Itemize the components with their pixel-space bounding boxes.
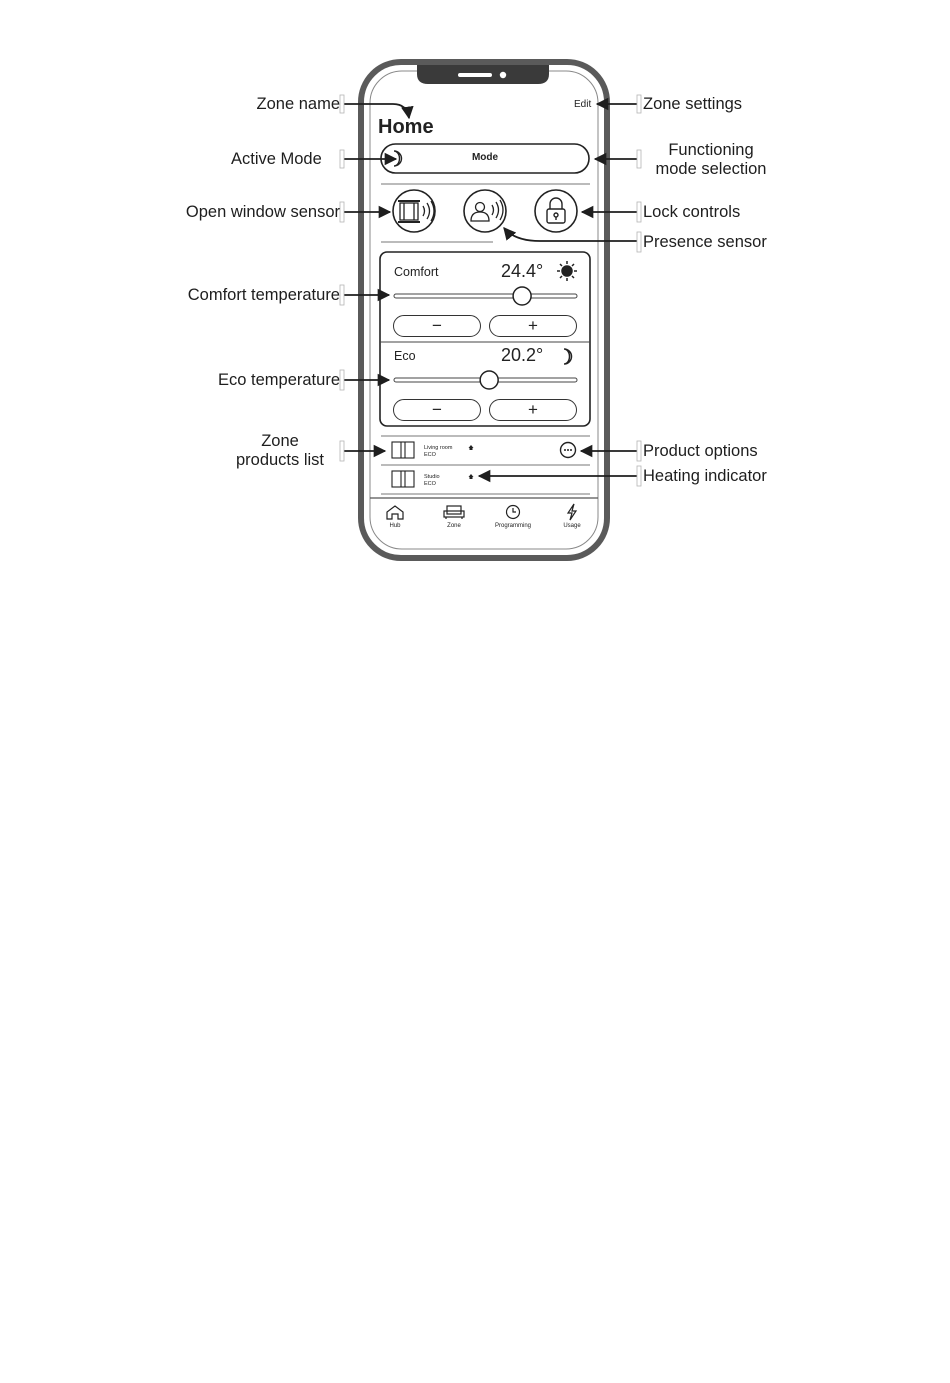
comfort-label: Comfort [394,265,439,279]
callout-heating-indicator: Heating indicator [643,467,767,485]
eco-temperature-value: 20.2° [501,345,544,365]
eco-slider-thumb [479,370,499,390]
minus-label: − [432,316,442,335]
callout-zone-products-1: Zone [261,432,299,450]
nav-zone[interactable]: Zone [447,523,461,529]
callout-active-mode: Active Mode [231,150,322,168]
callout-zone-products-2: products list [235,451,325,469]
eco-plus-button[interactable]: + [489,399,577,421]
zone-name-title: Home [378,116,434,138]
callout-product-options: Product options [643,442,758,460]
heater-icon [391,441,415,488]
comfort-minus-button[interactable]: − [393,315,481,337]
person-icon [470,199,504,222]
eco-moon-icon [563,348,573,365]
callout-zone-name: Zone name [256,95,340,113]
lightning-icon [566,503,578,521]
arrow-presence-sensor [503,227,637,242]
active-mode-moon-icon [393,150,403,167]
product-mode: ECO [424,452,436,458]
comfort-plus-button[interactable]: + [489,315,577,337]
callout-label-boxes [339,94,642,487]
product-name[interactable]: Living room [424,445,453,451]
plus-label: + [528,316,538,335]
lock-icon [546,197,566,224]
nav-usage[interactable]: Usage [563,523,581,529]
edit-link[interactable]: Edit [574,99,592,110]
house-icon [386,505,404,520]
callout-arrows [344,97,637,483]
presence-sensor-button [463,189,507,233]
eco-label: Eco [394,349,416,363]
callout-open-window-sensor: Open window sensor [185,203,340,221]
callout-presence-sensor: Presence sensor [643,233,767,251]
product-mode: ECO [424,481,436,487]
arrow-zone-name [344,103,414,120]
callout-functioning-mode-2: mode selection [655,160,767,178]
heating-indicator-icon [468,474,474,479]
callout-eco-temperature: Eco temperature [218,371,340,389]
eco-minus-button[interactable]: − [393,399,481,421]
callout-comfort-temperature: Comfort temperature [187,286,340,304]
nav-programming[interactable]: Programming [494,523,531,529]
speaker [458,73,492,77]
lock-controls-button [534,189,578,233]
sofa-icon [443,505,465,519]
window-icon [398,200,435,223]
callout-functioning-mode-1: Functioning [668,141,754,159]
comfort-temperature-value: 24.4° [501,261,544,281]
comfort-slider-thumb [512,286,532,306]
nav-hub[interactable]: Hub [389,523,401,529]
product-name[interactable]: Studio [424,474,440,480]
mode-button-label[interactable]: Mode [471,152,499,163]
callout-lock-controls: Lock controls [643,203,741,221]
comfort-slider-track [393,293,578,299]
minus-label: − [432,400,442,419]
sun-icon [557,261,577,281]
callout-zone-settings: Zone settings [643,95,743,113]
plus-label: + [528,400,538,419]
heating-indicator-icon [468,445,474,450]
camera [499,71,507,79]
clock-icon [505,504,521,520]
